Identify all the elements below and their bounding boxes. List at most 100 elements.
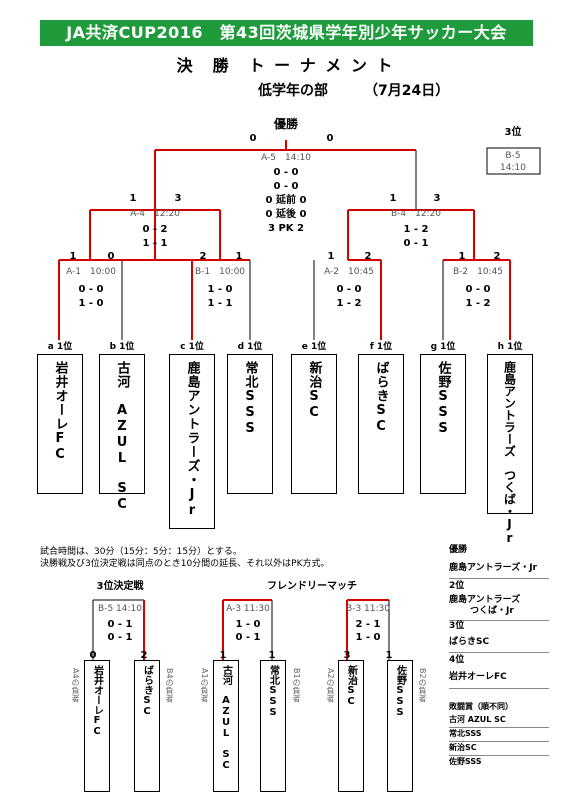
team-box-e: 新治SC [291,354,337,494]
team-name: 古河 AZUL SC [114,361,130,513]
friendly-2-score-left: 3 [343,650,351,661]
team-name: 岩井オーレFC [52,361,68,463]
third-place-left-team: 岩井オーレFC [84,660,110,792]
semi-2-line-2: 0 - 1 [403,238,429,249]
divider [449,652,549,653]
friendly-2-right-team: 佐野SSS [387,660,413,792]
third-place-right-team: ばらきSC [134,660,160,792]
friendly-2-line-1: 2 - 1 [355,619,381,630]
semi-2-score-right: 3 [433,193,441,204]
team-box-d: 常北SSS [227,354,273,494]
final-score-right: 0 [326,133,334,144]
divider [449,755,549,756]
date-label: （7月24日） [364,83,450,99]
result-loser-3: 新治SC [449,743,477,752]
friendly-1-left-label: A1の負者 [200,668,209,703]
qf-1-match: A-1 10:00 [66,267,116,277]
note-2: 決勝戦及び3位決定戦は同点のとき10分間の延長、それ以外はPK方式。 [40,559,330,569]
final-line-2: 0 - 0 [273,181,299,192]
qf-4-score-right: 2 [493,251,501,262]
friendly-1-score-right: 1 [268,650,276,661]
third-place-score-left: 0 [89,650,97,661]
team-box-g: 佐野SSS [420,354,466,494]
qf-3-match: A-2 10:45 [324,267,374,277]
qf-2-score-right: 1 [235,251,243,262]
team-box-h: 鹿島アントラーズ つくば・Jr [487,354,533,545]
team-name: 常北SSS [242,361,258,437]
team-name: 鹿島アントラーズ つくば・Jr [502,361,517,545]
friendly-1-line-2: 0 - 1 [235,632,261,643]
page-title: 決 勝 ト ー ナ メ ン ト [176,56,395,75]
result-loser-2: 常北SSS [449,729,482,738]
team-a-seed: a 1位 [47,342,73,352]
friendly-title: フレンドリーマッチ [267,581,357,592]
third-place-left-label: A4の負者 [71,668,80,703]
result-third-team: ばらきSC [449,637,490,647]
qf-4-score-left: 1 [458,251,466,262]
team-name: 佐野SSS [435,361,451,437]
friendly-1-left-team: 古河 AZUL SC [213,660,239,792]
team-box-a: 岩井オーレFC [37,354,83,494]
result-loser-1: 古河 AZUL SC [449,715,506,724]
qf-1-score-right: 0 [107,251,115,262]
friendly-1-right-team: 常北SSS [260,660,286,792]
division-label: 低学年の部 [258,83,328,99]
third-box-match: B-5 [505,151,521,161]
qf-4-match: B-2 10:45 [452,267,504,277]
semi-2-score-left: 1 [389,193,397,204]
semi-1-score-right: 3 [174,193,182,204]
team-c-seed: c 1位 [180,342,204,352]
semi-1-score-left: 1 [129,193,137,204]
result-second-label: 2位 [449,581,465,591]
third-place-title: 3位決定戦 [96,581,144,592]
result-third-label: 3位 [449,621,465,631]
qf-3-score-right: 2 [364,251,372,262]
result-first-team: 鹿島アントラーズ・Jr [449,563,537,573]
divider [449,741,549,742]
qf-2-line-2: 1 - 1 [207,298,233,309]
qf-1-score-left: 1 [69,251,77,262]
team-box-f: ばらきSC [358,354,404,494]
semi-1-line-1: 0 - 2 [142,224,168,235]
team-name: 常北SSS [267,665,279,718]
qf-1-line-1: 0 - 0 [78,284,104,295]
qf-4-line-1: 0 - 0 [465,284,491,295]
team-name: 岩井オーレFC [91,665,103,737]
qf-2-score-left: 2 [199,251,207,262]
note-1: 試合時間は、30分（15分：5分：15分）とする。 [40,547,242,557]
friendly-1-score-left: 1 [219,650,227,661]
semi-1-match: A-4 12:20 [130,209,180,219]
result-losers-label: 敗闘賞（順不同） [449,702,513,711]
team-name: 佐野SSS [394,665,406,718]
tournament-banner: JA共済CUP2016 第43回茨城県学年別少年サッカー大会 [40,20,533,46]
divider [449,727,549,728]
third-place-line-1: 0 - 1 [107,619,133,630]
friendly-2-left-team: 新治SC [338,660,364,792]
qf-3-score-left: 1 [327,251,335,262]
team-b-seed: b 1位 [109,342,135,352]
divider [449,688,549,689]
final-label: 優勝 [273,117,299,131]
divider [449,578,549,579]
team-e-seed: e 1位 [301,342,327,352]
final-line-5: 3 PK 2 [268,223,304,234]
result-fourth-team: 岩井オーレFC [449,672,507,682]
friendly-2-score-right: 1 [385,650,393,661]
team-name: 鹿島アントラーズ・Jr [184,361,200,519]
result-fourth-label: 4位 [449,655,465,665]
friendly-1-line-1: 1 - 0 [235,619,261,630]
third-place-score-right: 2 [140,650,148,661]
friendly-2-left-label: A2の負者 [326,668,335,703]
result-second-team-2: つくば・Jr [470,606,514,616]
result-first-label: 優勝 [449,545,468,555]
team-f-seed: f 1位 [369,342,393,352]
friendly-2-right-label: B2の負者 [418,668,427,703]
team-g-seed: g 1位 [430,342,456,352]
final-line-3: 0 延前 0 [265,195,307,206]
final-line-4: 0 延後 0 [265,209,307,220]
friendly-1-match: A-3 11:30 [226,604,270,614]
qf-3-line-1: 0 - 0 [336,284,362,295]
team-name: 古河 AZUL SC [220,665,232,771]
friendly-2-line-2: 1 - 0 [355,632,381,643]
